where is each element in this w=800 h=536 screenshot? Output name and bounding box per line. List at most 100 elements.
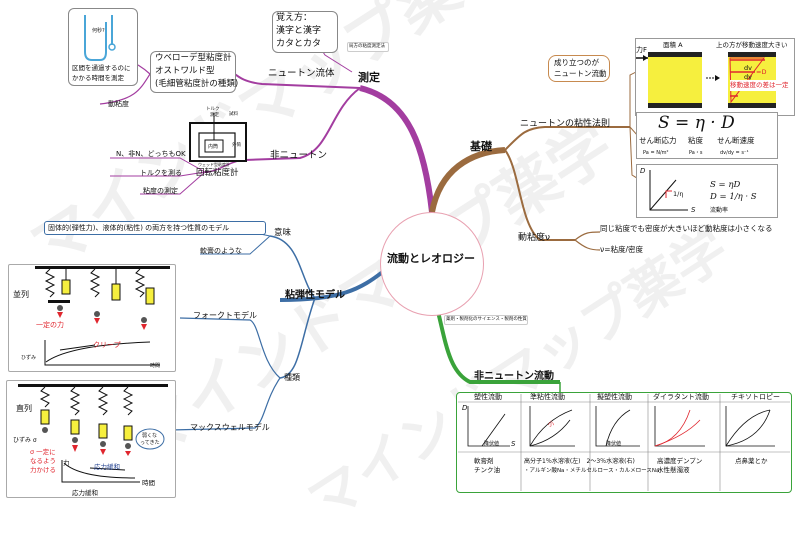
center-node[interactable] [380,212,484,316]
formula-term: 粘度 [688,136,703,145]
meaning-text: 固体的(弾性力)、液体的(粘性) の両方を持つ性質のモデル [48,224,230,232]
nn-yield: 降伏値 [606,441,622,447]
maxwell-springs-icon [18,384,168,483]
rot-item: 粘度の測定 [143,187,178,195]
maxwell-strain: ひずみ σ [13,437,37,444]
kinematic-label: 動粘度 [108,100,129,108]
nn-header: チキソトロピー [731,393,780,401]
maxwell-series: 直列 [16,404,32,413]
maxwell-note: σ 一定に [30,448,56,456]
formula: S = η · D [658,113,735,133]
maxwell-weak: 弱くな [142,433,158,439]
memo-box [272,11,338,53]
visco-label[interactable]: 粘弾性モデル [285,290,345,301]
graph-rate: 流動率 [710,207,729,214]
area-label: 面積 A [663,41,683,49]
rot-label: トルク [206,107,220,112]
formula-box [636,112,778,159]
capillary-tube-icon [84,15,116,61]
memo-line: カタとカタ [276,39,322,49]
center-note-text: 薬剤・製剤化のサイエンス・製剤の性質 [446,317,527,322]
measure-label[interactable]: 測定 [358,71,380,84]
viscometer-types-box [150,51,236,93]
nn-axis: D [462,404,468,412]
graph-y: D [640,167,646,175]
viscometer-type: ウベローデ型粘度計 [155,53,232,63]
viscometer-type: (毛細管粘度計の種類) [155,79,239,89]
rotational-label[interactable]: 回転粘度計 [196,168,239,178]
nn-yield: 降伏値 [484,441,500,447]
graph-slope: 1/η [673,190,684,198]
formula-term: せん断応力 [639,136,677,145]
voigt-force: 一定の力 [36,321,64,329]
viscometer-type: オストワルド型 [155,66,215,76]
graph-x: S [691,206,696,214]
time-note: 区間を通過するのに [72,64,131,72]
rot-label: 測定 [210,113,219,118]
newton-graph [649,170,688,211]
maxwell-weak: ってきた [140,440,160,446]
formula-term: せん断速度 [717,136,755,145]
voigt-label[interactable]: フォークトモデル [193,311,257,320]
rot-label: 外筒 [232,143,241,148]
voigt-strain: ひずみ [21,355,37,361]
newton-graph-box [636,164,778,218]
meaning-box [44,221,266,235]
holds-text: 成り立つのが [554,58,599,67]
rot-label: 内筒 [208,144,219,150]
newton-law-label[interactable]: ニュートンの粘性法則 [520,119,611,129]
maxwell-time: 時間 [142,479,155,487]
maxwell-note: 力かける [30,466,56,474]
center-note [444,315,528,325]
nn-header: 擬塑性流動 [597,393,632,401]
rot-label: ウェッド型粘度計 [198,162,230,167]
nn-example: 軟膏剤 チンク油 [474,457,500,474]
nn-axis: S [511,440,516,448]
voigt-parallel: 並列 [13,290,29,299]
capillary-box [68,8,138,86]
formula-unit: Pa = N/m² [643,150,669,156]
graph-eq: S = ηD [710,180,741,190]
types-label[interactable]: 種類 [284,373,300,382]
nn-example: 高分子1％水溶液(左) 2～3％水溶液(右) [524,458,635,465]
branch-connectors [99,39,641,431]
maxwell-note: なるよう [30,457,56,465]
nonnewton-graphs [458,394,790,491]
nn-example: ・アルギン酸Na・メチルセルロース・カルメロースNa [524,468,660,474]
dy-label: dy [744,73,752,81]
memo-note-text: 局方の粘度測定法 [349,44,385,49]
nn-example: 点鼻薬とか [735,457,768,465]
faster-label: 上の方が移動速度大きい [716,41,788,49]
rotational-viscometer-icon [189,113,247,162]
holds-box [548,55,610,82]
voigt-time: 時間 [150,363,161,369]
gradient-label: 移動速度の差は一定 [730,80,789,91]
formula-unit: Pa・s [689,150,703,156]
non-newton-measure-label[interactable]: 非ニュートン [270,150,328,161]
voigt-springs-icon [35,266,170,366]
formula-unit: dv/dy = s⁻¹ [720,150,749,156]
maxwell-label[interactable]: マックスウェルモデル [190,423,270,432]
center-label: 流動とレオロジー [387,252,475,265]
rot-label: 試料 [229,112,238,117]
meaning-label[interactable]: 意味 [274,228,292,238]
maxwell-relax2: 応力緩和 [72,489,98,497]
holds-text: ニュートン流動 [554,69,607,78]
force-label: 力F [636,46,648,54]
nonnewton-table [456,392,792,493]
newton-fluid-label[interactable]: ニュートン流体 [268,68,335,79]
voigt-creep: クリープ [93,341,121,349]
nn-header: 塑性流動 [474,393,502,401]
tube-label: 何秒? [92,28,105,34]
nn-header: ダイラタント流動 [653,393,709,401]
basic-label[interactable]: 基礎 [470,140,492,153]
nn-example: 高濃度デンプン 水性懸濁液 [657,457,703,474]
kinematic-viscosity-label[interactable]: 動粘度ν [518,233,551,243]
time-note: かかる時間を測定 [72,74,124,82]
dv-label: dv [744,64,752,72]
rot-item: N、非N、どっちもOK [116,150,186,158]
nonnewton-label[interactable]: 非ニュートン流動 [474,371,554,382]
memo-line: 覚え方： [276,13,313,23]
nn-small: 小 [548,421,555,428]
example-label: 軟膏のような [200,247,242,255]
